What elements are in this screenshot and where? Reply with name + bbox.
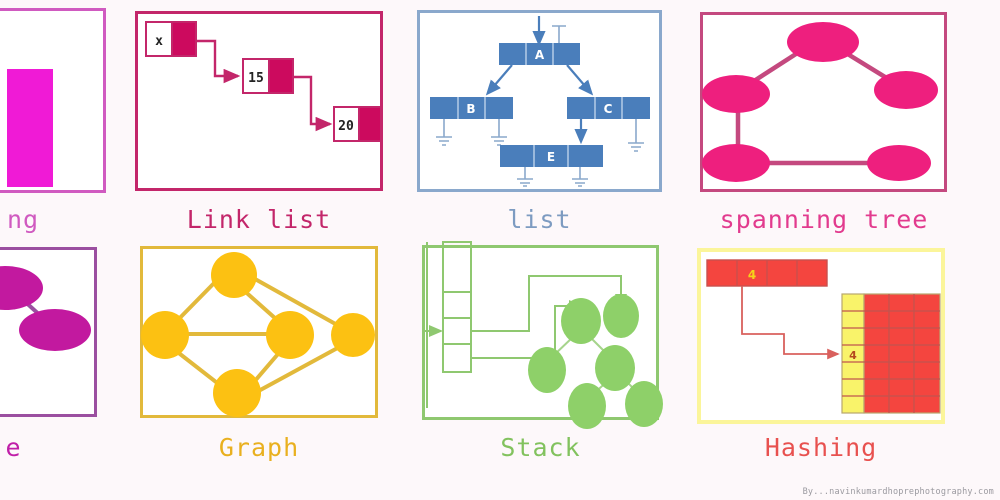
hash-input-array: 4 <box>706 259 828 287</box>
edge-a-c <box>566 64 594 96</box>
linked-list-diagram: x 15 20 <box>145 21 382 142</box>
stack-node-root <box>561 298 601 344</box>
hash-table-key: 4 <box>849 349 857 362</box>
graph-edges <box>165 272 349 396</box>
stack-node-leaf-2 <box>625 381 663 427</box>
span-node-right <box>874 71 938 109</box>
ground-symbols <box>436 119 644 187</box>
stack-cell-3 <box>442 317 472 345</box>
tree-node-right <box>19 309 91 351</box>
tree-nodes <box>0 266 91 351</box>
pointer-arrow-2 <box>293 75 333 132</box>
stack-diagram <box>423 241 663 429</box>
hash-table-diagram: 4 4 <box>706 259 941 414</box>
graph-node-left <box>141 311 189 359</box>
graph-node-bottom <box>213 369 261 417</box>
stack-node-leaf-1 <box>568 383 606 429</box>
node-A: A <box>499 43 580 65</box>
label-graph: Graph <box>218 433 300 462</box>
graph-diagram <box>141 252 375 417</box>
panel-tree[interactable] <box>0 247 97 417</box>
tree-node-root <box>0 266 43 310</box>
list-node-1-value: x <box>155 34 163 49</box>
stack-node-second <box>603 294 639 338</box>
stack-node-right <box>595 345 635 391</box>
graph-node-right <box>331 313 375 357</box>
label-hashing: Hashing <box>764 433 878 462</box>
panel-list[interactable]: A B C <box>417 10 662 192</box>
graph-node-center <box>266 311 314 359</box>
node-E: E <box>500 145 603 167</box>
spanning-tree-diagram <box>702 22 938 182</box>
stack-cells <box>426 241 472 408</box>
panel-hashing[interactable]: 4 4 <box>697 248 945 424</box>
list-node-1: x <box>145 21 197 57</box>
sorting-bar-chart <box>7 69 53 187</box>
watermark: By...navinkumardhoprephotography.com <box>802 487 994 497</box>
binary-tree-diagram: A B C <box>430 16 650 187</box>
panel-spanning-tree[interactable] <box>700 12 947 192</box>
label-linklist: Link list <box>186 205 332 234</box>
span-node-bottom-right <box>867 145 931 181</box>
label-tree: e <box>5 433 22 462</box>
graph-node-top <box>211 252 257 298</box>
label-spanning-tree: spanning tree <box>719 205 929 234</box>
node-E-label: E <box>547 150 555 164</box>
node-C: C <box>567 97 650 119</box>
span-node-bottom-left <box>702 144 770 182</box>
list-node-3: 20 <box>333 106 382 142</box>
panel-linklist[interactable]: x 15 20 <box>135 11 383 191</box>
list-node-2: 15 <box>242 58 294 94</box>
list-node-2-value: 15 <box>248 71 264 86</box>
stack-cell-2 <box>442 291 472 319</box>
panel-stack[interactable] <box>422 241 663 429</box>
edge-a-b <box>485 64 513 96</box>
spanning-tree-nodes <box>702 22 938 182</box>
graph-nodes <box>141 252 375 417</box>
label-sorting: ng <box>6 205 40 234</box>
stack-node-left <box>528 347 566 393</box>
panel-sorting[interactable] <box>0 8 106 193</box>
label-list: list <box>507 205 572 234</box>
hash-connector-arrow <box>741 286 840 360</box>
tree-diagram <box>0 266 91 351</box>
node-B-label: B <box>466 102 475 116</box>
hash-table: 4 <box>841 293 941 414</box>
span-node-left <box>702 75 770 113</box>
list-node-3-value: 20 <box>338 119 354 134</box>
pointer-arrow-1 <box>196 39 241 84</box>
label-stack: Stack <box>500 433 581 462</box>
bar-2 <box>7 69 53 187</box>
node-A-label: A <box>535 48 545 62</box>
stack-tree-nodes <box>528 294 663 429</box>
panel-graph[interactable] <box>140 246 378 418</box>
stack-cell-1 <box>442 241 472 293</box>
root-t-stub <box>552 25 566 43</box>
node-B: B <box>430 97 513 119</box>
span-node-top <box>787 22 859 62</box>
hash-input-key: 4 <box>748 268 756 282</box>
node-C-label: C <box>604 102 613 116</box>
stack-cell-4 <box>442 343 472 373</box>
